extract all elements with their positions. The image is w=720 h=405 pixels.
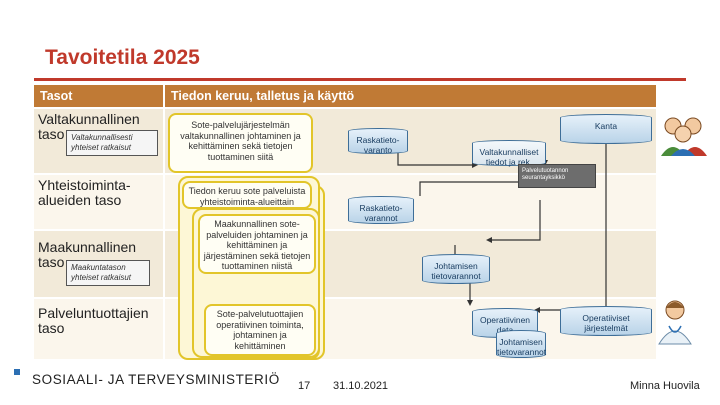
doctor-icon — [655, 298, 695, 346]
line-reporting-to-registers — [398, 148, 472, 165]
service-monitoring-unit: Palvelutuotannon seurantayksikkö — [518, 164, 596, 188]
footer-date: 31.10.2021 — [333, 380, 388, 392]
line-coop-to-grey — [420, 182, 520, 196]
db-management-small: Johtamisen tietovarannot — [496, 330, 546, 358]
db-management-stores: Johtamisen tietovarannot — [422, 254, 490, 284]
page-number: 17 — [298, 380, 310, 392]
ministry-name: SOSIAALI- JA TERVEYSMINISTERIÖ — [32, 372, 280, 387]
db-operational-systems: Operatiiviset järjestelmät — [560, 306, 652, 336]
people-group-icon — [655, 112, 711, 158]
db-cooperation-reporting: Raskatieto-varannot — [348, 196, 414, 224]
db-kanta: Kanta — [560, 114, 652, 144]
db-national-reporting: Raskatieto-varanto — [348, 128, 408, 154]
line-grey-to-management — [492, 200, 540, 240]
ministry-logo-mark — [14, 369, 20, 375]
db-national-registers: Valtakunnalliset tiedot ja rek. — [472, 140, 546, 166]
footer-author: Minna Huovila — [630, 380, 700, 392]
